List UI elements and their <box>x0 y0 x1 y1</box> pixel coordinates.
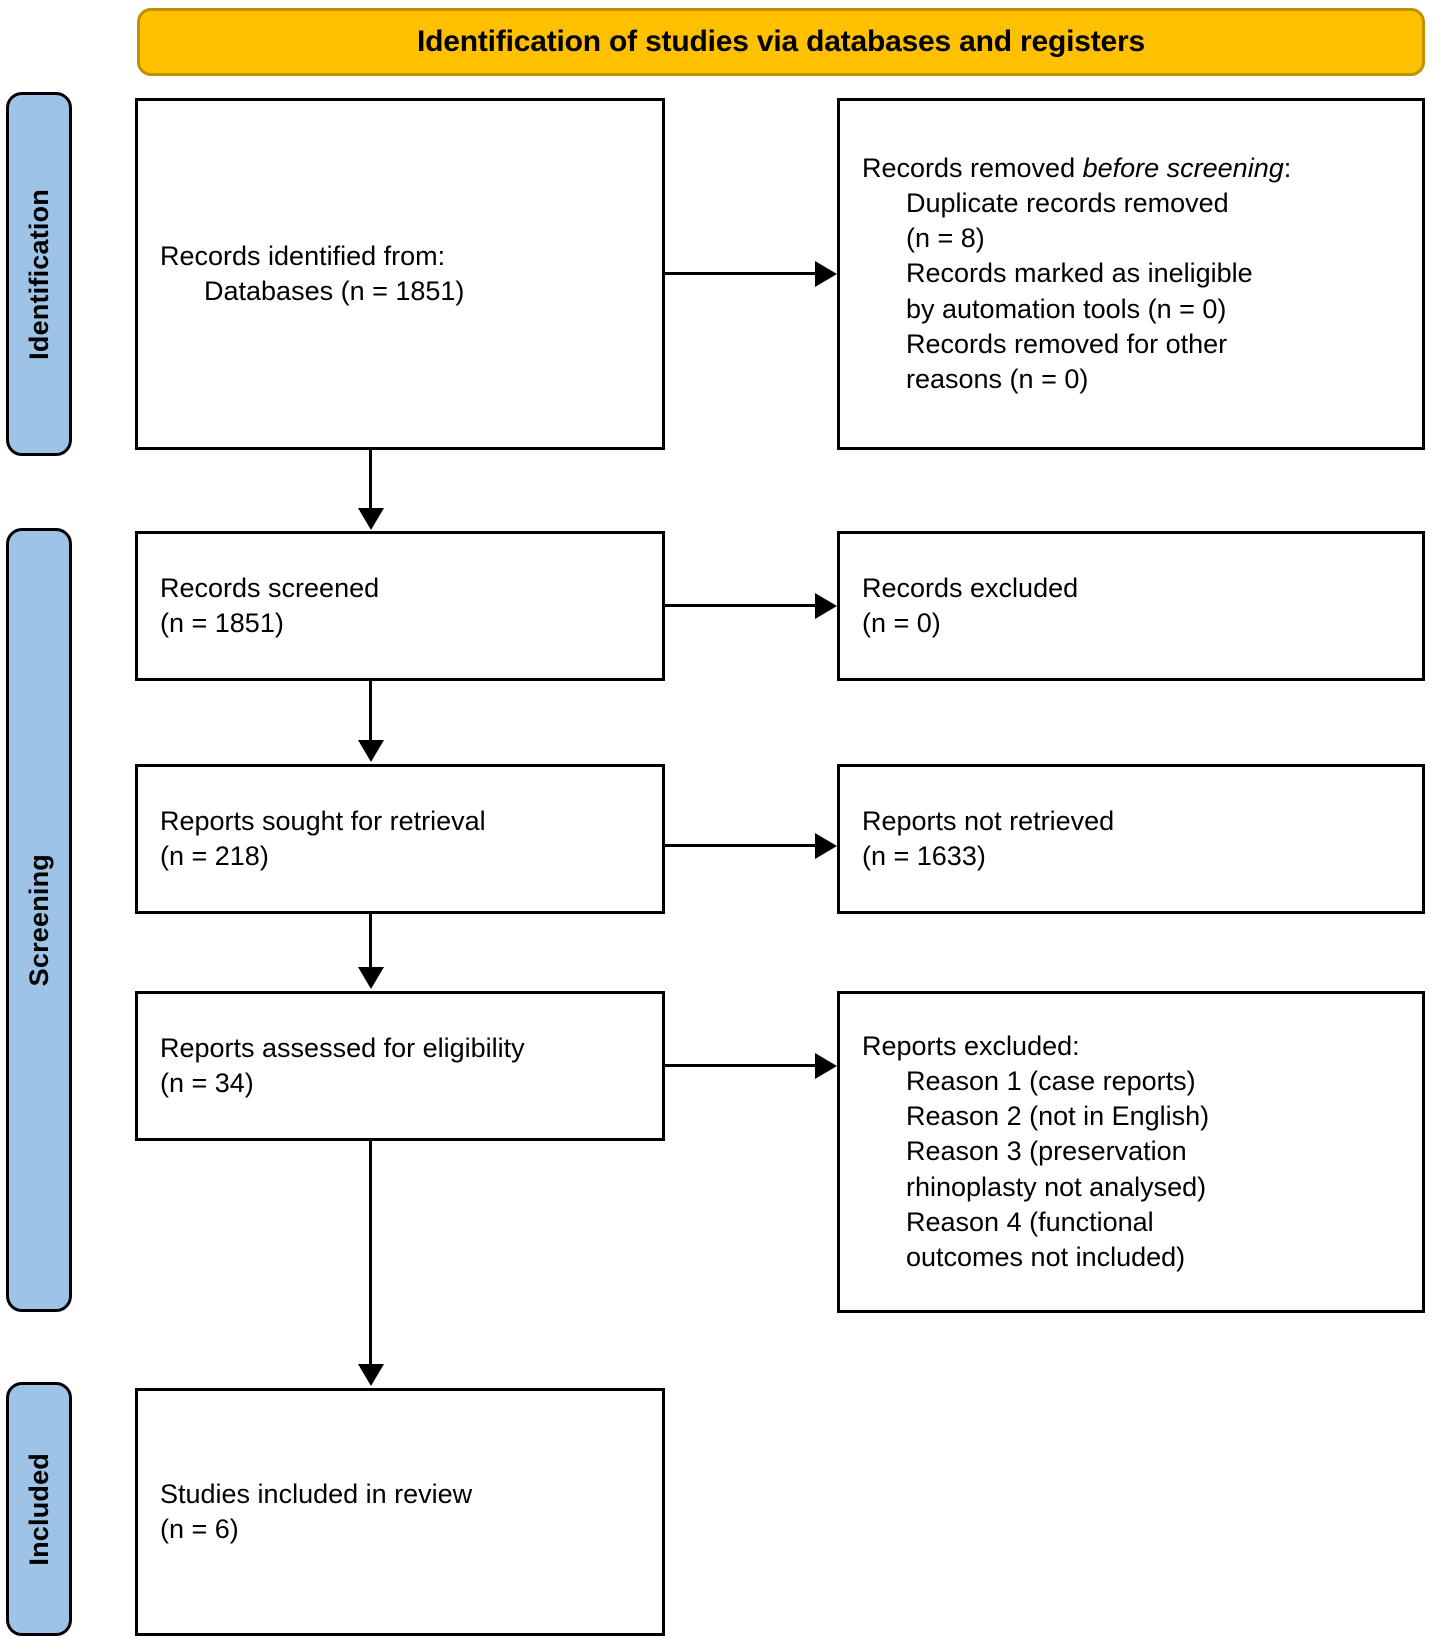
records-removed-item2-b: by automation tools (n = 0) <box>906 293 1227 324</box>
connector-assessed-to-reportsexcluded-line <box>665 1064 815 1067</box>
reports-assessed-line2: (n = 34) <box>160 1068 254 1098</box>
stage-label-included-text: Included <box>23 1452 54 1566</box>
reports-excluded-reason2: Reason 2 (not in English) <box>906 1101 1210 1132</box>
connector-screened-to-sought-line <box>369 681 372 742</box>
connector-assessed-to-included-line <box>369 1141 372 1366</box>
reports-excluded-reason3-a: Reason 3 (preservation <box>906 1136 1187 1167</box>
records-removed-item2-a: Records marked as ineligible <box>906 258 1253 289</box>
box-records-screened: Records screened (n = 1851) <box>135 531 665 681</box>
reports-sought-line2: (n = 218) <box>160 841 269 871</box>
records-removed-heading-prefix: Records removed <box>862 153 1083 184</box>
reports-excluded-heading: Reports excluded: <box>862 1031 1080 1062</box>
connector-sought-to-notretrieved-line <box>665 844 815 847</box>
connector-identified-to-screened-arrow <box>358 508 384 530</box>
connector-screened-to-excluded-line <box>665 604 815 607</box>
records-identified-line1: Records identified from: <box>160 240 446 271</box>
reports-sought-line1: Reports sought for retrieval <box>160 805 486 836</box>
connector-identified-to-removed-arrow <box>815 261 837 287</box>
connector-assessed-to-reportsexcluded-arrow <box>815 1053 837 1079</box>
box-records-removed-before-screening: Records removed before screening: Duplic… <box>837 98 1425 450</box>
studies-included-line1: Studies included in review <box>160 1478 473 1509</box>
stage-label-identification: Identification <box>6 92 72 456</box>
records-removed-heading: Records removed before screening: <box>862 151 1406 186</box>
connector-screened-to-sought-arrow <box>358 740 384 762</box>
records-removed-item3-b: reasons (n = 0) <box>906 363 1089 394</box>
reports-excluded-reason4-b: outcomes not included) <box>906 1241 1186 1272</box>
reports-not-retrieved-line2: (n = 1633) <box>862 841 986 871</box>
box-studies-included-in-review: Studies included in review (n = 6) <box>135 1388 665 1636</box>
connector-screened-to-excluded-arrow <box>815 593 837 619</box>
records-screened-line2: (n = 1851) <box>160 608 284 638</box>
stage-label-screening: Screening <box>6 528 72 1312</box>
records-excluded-line1: Records excluded <box>862 572 1079 603</box>
box-reports-not-retrieved: Reports not retrieved (n = 1633) <box>837 764 1425 914</box>
reports-excluded-reason4-a: Reason 4 (functional <box>906 1206 1154 1237</box>
connector-identified-to-removed-line <box>665 272 815 275</box>
records-removed-heading-italic: before screening <box>1082 153 1284 184</box>
stage-label-included: Included <box>6 1382 72 1636</box>
box-reports-excluded: Reports excluded: Reason 1 (case reports… <box>837 991 1425 1313</box>
records-identified-line2: Databases (n = 1851) <box>204 276 465 306</box>
connector-assessed-to-included-arrow <box>358 1364 384 1386</box>
box-records-excluded: Records excluded (n = 0) <box>837 531 1425 681</box>
studies-included-line2: (n = 6) <box>160 1514 239 1544</box>
records-removed-item3-a: Records removed for other <box>906 328 1228 359</box>
records-screened-line1: Records screened <box>160 572 380 603</box>
records-removed-item1-a: Duplicate records removed <box>906 188 1229 219</box>
stage-label-screening-text: Screening <box>23 853 54 987</box>
diagram-title: Identification of studies via databases … <box>417 25 1145 58</box>
box-reports-assessed-for-eligibility: Reports assessed for eligibility (n = 34… <box>135 991 665 1141</box>
connector-identified-to-screened-line <box>369 450 372 510</box>
box-reports-sought-for-retrieval: Reports sought for retrieval (n = 218) <box>135 764 665 914</box>
records-excluded-line2: (n = 0) <box>862 608 941 638</box>
connector-sought-to-notretrieved-arrow <box>815 833 837 859</box>
connector-sought-to-assessed-line <box>369 914 372 969</box>
box-records-identified: Records identified from: Databases (n = … <box>135 98 665 450</box>
reports-not-retrieved-line1: Reports not retrieved <box>862 805 1115 836</box>
reports-assessed-line1: Reports assessed for eligibility <box>160 1032 525 1063</box>
connector-sought-to-assessed-arrow <box>358 967 384 989</box>
reports-excluded-reason3-b: rhinoplasty not analysed) <box>906 1171 1207 1202</box>
records-removed-heading-suffix: : <box>1283 153 1292 184</box>
reports-excluded-reason1: Reason 1 (case reports) <box>906 1066 1196 1097</box>
stage-label-identification-text: Identification <box>23 188 54 360</box>
diagram-title-banner: Identification of studies via databases … <box>137 8 1425 76</box>
records-removed-item1-b: (n = 8) <box>906 223 985 254</box>
